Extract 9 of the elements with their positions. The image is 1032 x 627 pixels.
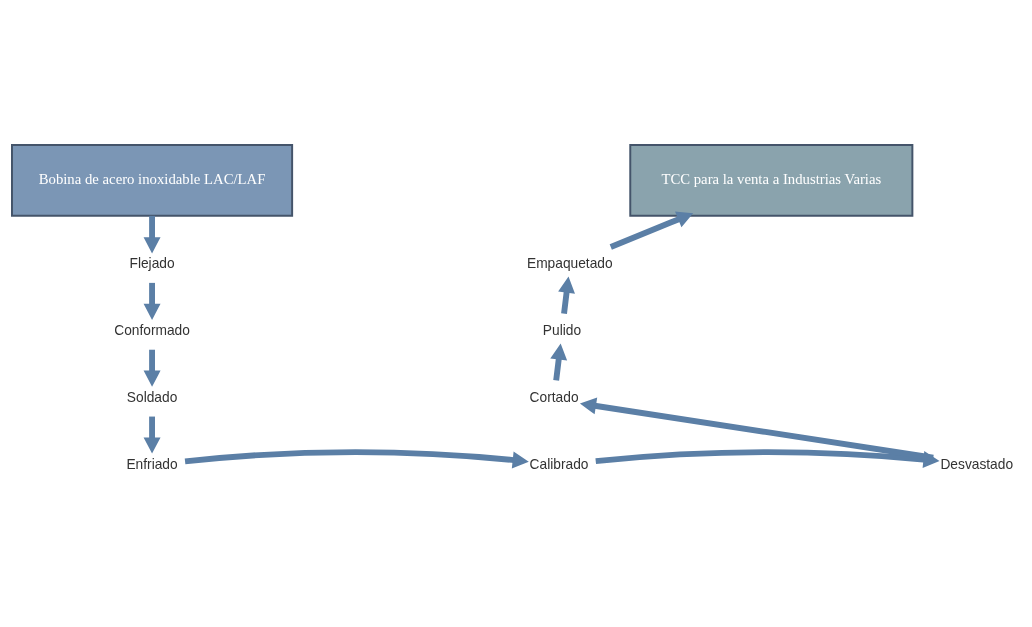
node-text: Soldado [126,389,178,405]
node-text: Conformado [114,322,190,338]
node-text: Enfriado [126,456,178,472]
node-text: Empaquetado [527,255,613,271]
node-text: Pulido [542,322,582,338]
node-text: Cortado [529,389,579,405]
node-text: Desvastado [940,456,1014,472]
node-text: Calibrado [529,456,589,472]
node-text: Flejado [129,255,175,271]
